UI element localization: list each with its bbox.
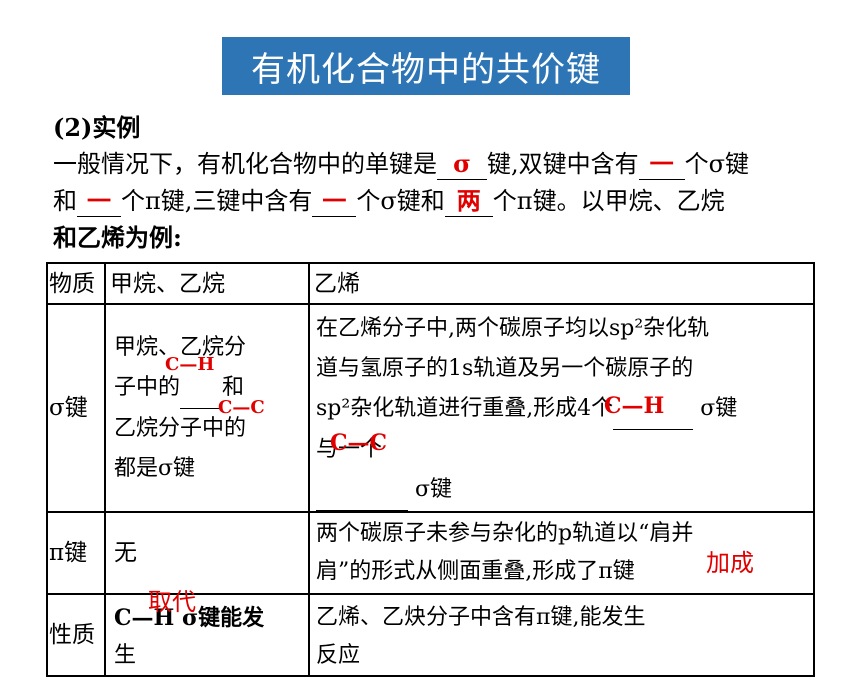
text: 乙烷分子中的 xyxy=(114,415,247,441)
text: 个π键。以甲烷、乙烷 xyxy=(492,187,725,215)
row-label-sigma: σ键 xyxy=(46,303,106,513)
page-title: 有机化合物中的共价键 xyxy=(251,49,601,90)
blank-triple-pi: 两 xyxy=(444,186,493,217)
property-methane-ethane-cell: C—H σ键能发 生 xyxy=(104,593,310,677)
answer-ch-ethylene: C—H xyxy=(604,393,665,419)
table-row-sigma: σ键 甲烷、乙烷分 子中的 和 乙烷分子中的 都是σ键 在乙烯分子中,两个碳原子… xyxy=(46,303,815,513)
sigma-methane-ethane-cell: 甲烷、乙烷分 子中的 和 乙烷分子中的 都是σ键 xyxy=(104,303,310,513)
text: 甲烷、乙烷分 xyxy=(114,334,247,360)
text: 键,双键中含有 xyxy=(487,150,639,178)
text: 子中的 xyxy=(114,374,181,400)
bond-table: 物质 甲烷、乙烷 乙烯 σ键 甲烷、乙烷分 子中的 和 乙烷分子中的 都是σ键 … xyxy=(46,262,815,677)
text: 道与氢原子的1s轨道及另一个碳原子的 xyxy=(316,356,694,381)
blank-line xyxy=(613,389,694,430)
blank-double-sigma: 一 xyxy=(638,149,685,180)
text: 生 xyxy=(114,643,137,668)
sigma-ethylene-cell: 在乙烯分子中,两个碳原子均以sp²杂化轨 道与氢原子的1s轨道及另一个碳原子的 … xyxy=(308,303,815,513)
text: σ键 xyxy=(415,477,453,502)
text: 在乙烯分子中,两个碳原子均以sp²杂化轨 xyxy=(316,316,710,341)
text: 都是σ键 xyxy=(114,455,196,481)
header-substance: 物质 xyxy=(46,262,106,305)
text: σ键 xyxy=(316,470,809,510)
text: 两个碳原子未参与杂化的p轨道以“肩并 xyxy=(316,521,694,546)
text: 反应 xyxy=(316,643,361,668)
blank-double-pi: 一 xyxy=(77,186,121,217)
text: 个π键,三键中含有 xyxy=(121,187,313,215)
section-heading: (2)实例 xyxy=(53,113,141,142)
row-label-property: 性质 xyxy=(46,593,106,677)
row-label-pi: π键 xyxy=(46,511,106,595)
intro-line-3: 和乙烯为例: xyxy=(53,223,182,252)
text: C—H σ键能发 xyxy=(114,605,265,631)
header-methane-ethane: 甲烷、乙烷 xyxy=(104,262,310,305)
answer-cc: C—C xyxy=(218,397,265,418)
text: sp²杂化轨道进行重叠,形成4个 σ键 xyxy=(316,389,809,430)
text: 个σ键 xyxy=(684,150,750,178)
text: 个σ键和 xyxy=(356,187,445,215)
answer-addition: 加成 xyxy=(706,549,754,577)
blank-triple-sigma: 一 xyxy=(312,186,357,217)
text: σ键 xyxy=(700,396,738,421)
pi-methane-ethane-cell: 无 xyxy=(104,511,310,595)
text: 一般情况下，有机化合物中的单键是 xyxy=(53,150,437,178)
answer-ch: C—H xyxy=(165,354,215,375)
text: 肩”的形式从侧面重叠,形成了π键 xyxy=(316,559,635,584)
text: 子中的 和 xyxy=(114,368,304,409)
answer-substitution: 取代 xyxy=(148,588,196,616)
blank-line xyxy=(180,368,223,409)
title-banner: 有机化合物中的共价键 xyxy=(222,37,630,95)
answer-cc-ethylene: C—C xyxy=(330,430,388,456)
pi-ethylene-cell: 两个碳原子未参与杂化的p轨道以“肩并 肩”的形式从侧面重叠,形成了π键 xyxy=(308,511,815,595)
table-row-pi: π键 无 两个碳原子未参与杂化的p轨道以“肩并 肩”的形式从侧面重叠,形成了π键 xyxy=(46,511,815,595)
intro-line-2: 和一个π键,三键中含有一个σ键和两个π键。以甲烷、乙烷 xyxy=(53,183,725,219)
text: 和 xyxy=(53,187,77,215)
text: 与一个 xyxy=(316,437,383,462)
blank-single-bond: σ xyxy=(437,149,487,180)
text: 和 xyxy=(222,374,245,400)
header-ethylene: 乙烯 xyxy=(308,262,815,305)
table-header-row: 物质 甲烷、乙烷 乙烯 xyxy=(46,262,815,305)
property-ethylene-cell: 乙烯、乙炔分子中含有π键,能发生 反应 xyxy=(308,593,815,677)
blank-line xyxy=(316,470,408,510)
text: sp²杂化轨道进行重叠,形成4个 xyxy=(316,396,614,421)
text: 乙烯、乙炔分子中含有π键,能发生 xyxy=(316,605,646,630)
